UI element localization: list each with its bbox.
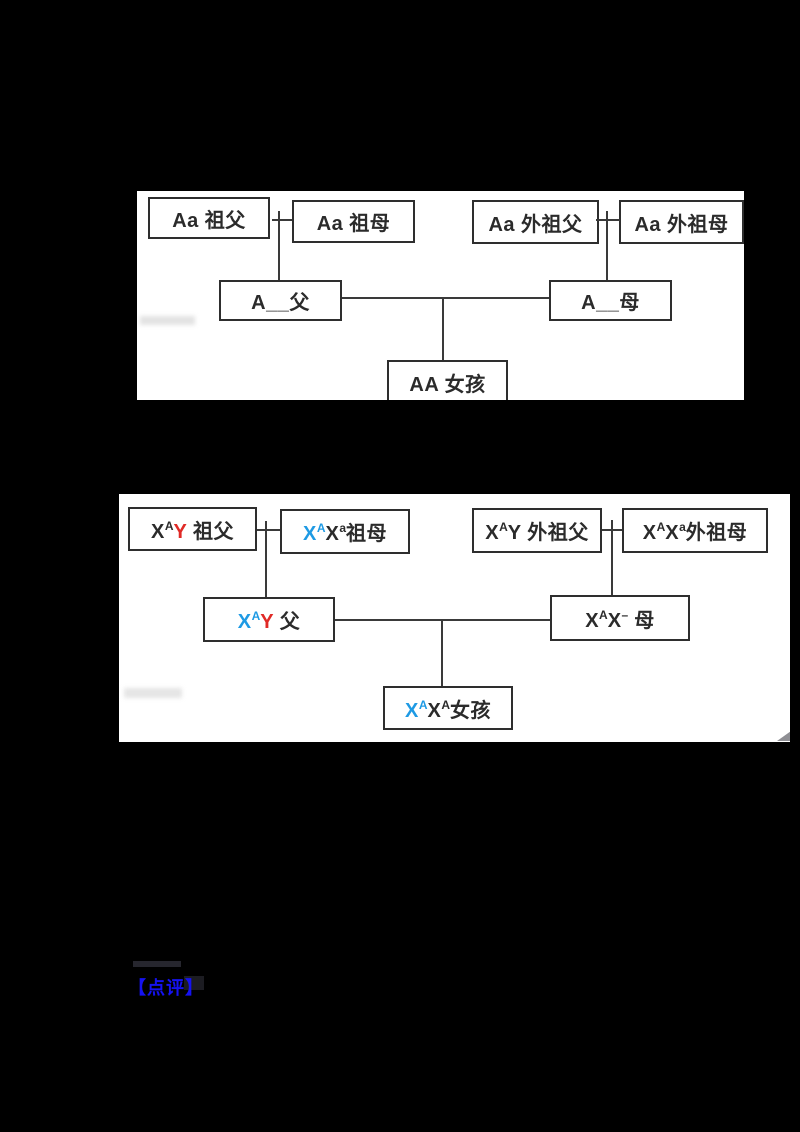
d2-descent-line-paternal <box>265 521 267 597</box>
d2-grandfather-label: XAY 祖父 <box>150 518 235 543</box>
d1-box-maternal-grandfather: Aa 外祖父 <box>472 200 599 244</box>
d1-descent-line-girl <box>442 298 444 360</box>
d2-box-grandmother: XAXa祖母 <box>280 509 410 554</box>
d2-mother-label: XAX– 母 <box>585 607 655 632</box>
watermark-smudge <box>140 316 195 325</box>
d1-box-grandmother: Aa 祖母 <box>292 200 415 243</box>
d2-box-maternal-grandmother: XAXa外祖母 <box>622 508 768 553</box>
d1-box-mother: A__母 <box>549 280 672 321</box>
d1-box-girl: AA 女孩 <box>387 360 508 400</box>
d1-box-grandfather: Aa 祖父 <box>148 197 270 239</box>
d2-box-father: XAY 父 <box>203 597 335 642</box>
d2-maternal-grandmother-label: XAXa外祖母 <box>642 520 748 544</box>
d1-couple-line-maternal <box>596 219 620 221</box>
pedigree-panel-xlinked: XAY 祖父 XAXa祖母 XAY 外祖父 XAXa外祖母 XAY 父 XAX–… <box>119 494 790 742</box>
d1-descent-line-paternal <box>278 211 280 280</box>
d2-couple-line-paternal <box>257 529 280 531</box>
d2-maternal-grandfather-label: XAY 外祖父 <box>485 520 589 544</box>
watermark-smudge <box>124 688 182 698</box>
d1-box-maternal-grandmother: Aa 外祖母 <box>619 200 744 244</box>
d1-couple-line-paternal <box>272 219 292 221</box>
d1-box-father: A__父 <box>219 280 342 321</box>
resize-handle-icon <box>777 731 790 741</box>
d2-girl-label: XAXA女孩 <box>404 697 492 722</box>
d2-descent-line-maternal <box>611 520 613 595</box>
d2-grandmother-label: XAXa祖母 <box>302 521 388 545</box>
redacted-text-remnant <box>133 961 181 967</box>
d2-box-maternal-grandfather: XAY 外祖父 <box>472 508 602 553</box>
d1-father-label: A__父 <box>251 292 310 314</box>
d2-descent-line-girl <box>441 620 443 686</box>
d1-maternal-grandmother-label: Aa 外祖母 <box>634 213 729 236</box>
d2-box-girl: XAXA女孩 <box>383 686 513 730</box>
d1-girl-label: AA 女孩 <box>409 374 486 396</box>
comment-section-label: 【点评】 <box>128 978 204 998</box>
d1-mother-label: A__母 <box>581 292 640 314</box>
d1-grandmother-label: Aa 祖母 <box>316 213 391 235</box>
d1-grandfather-label: Aa 祖父 <box>172 209 246 232</box>
d1-marriage-line-parents <box>342 297 549 299</box>
pedigree-panel-autosomal: Aa 祖父 Aa 祖母 Aa 外祖父 Aa 外祖母 A__父 A__母 AA 女… <box>137 191 744 400</box>
d1-descent-line-maternal <box>606 211 608 280</box>
d2-box-mother: XAX– 母 <box>550 595 690 641</box>
d2-father-label: XAY 父 <box>237 609 301 633</box>
d1-maternal-grandfather-label: Aa 外祖父 <box>488 213 583 236</box>
d2-box-grandfather: XAY 祖父 <box>128 507 257 551</box>
